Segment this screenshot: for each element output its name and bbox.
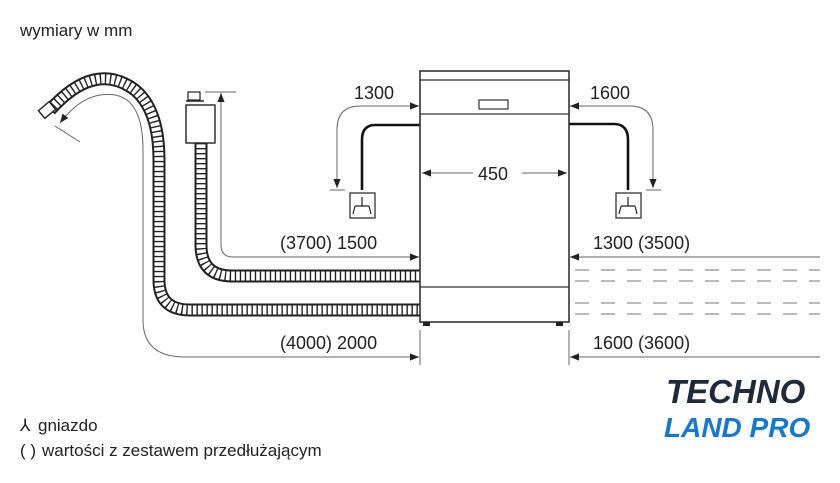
socket-right (615, 192, 642, 219)
dim-width: 450 (478, 164, 508, 184)
units-title: wymiary w mm (19, 21, 132, 40)
legend-parens: wartości z zestawem przedłużającym (41, 441, 322, 460)
dim-right-top: 1600 (590, 83, 630, 103)
power-cable-right (569, 122, 630, 190)
socket-left (349, 192, 376, 219)
parens-symbol: ( ) (20, 441, 36, 460)
valve-connector (187, 91, 201, 101)
hose-nozzle (37, 100, 57, 120)
dim-left-top: 1300 (354, 83, 394, 103)
dim-left-drain: (4000) 2000 (280, 333, 377, 353)
dishwasher (419, 70, 570, 326)
logo-line1: TECHNO (666, 373, 806, 410)
dim-left-inlet: (3700) 1500 (280, 233, 377, 253)
power-cable-left (360, 123, 420, 190)
technoland-logo: TECHNO LAND PRO (664, 373, 810, 443)
legend: ⅄ gniazdo ( ) wartości z zestawem przedł… (19, 416, 322, 460)
aquastop-valve (185, 104, 216, 144)
socket-symbol: ⅄ (19, 416, 31, 435)
legend-socket: gniazdo (38, 416, 98, 435)
dim-right-drain: 1600 (3600) (593, 333, 690, 353)
logo-line2: LAND PRO (664, 412, 810, 443)
dim-right-inlet: 1300 (3500) (593, 233, 690, 253)
control-display (478, 99, 509, 110)
dim-lines-right (568, 102, 820, 365)
dim-lines-left (54, 91, 421, 365)
